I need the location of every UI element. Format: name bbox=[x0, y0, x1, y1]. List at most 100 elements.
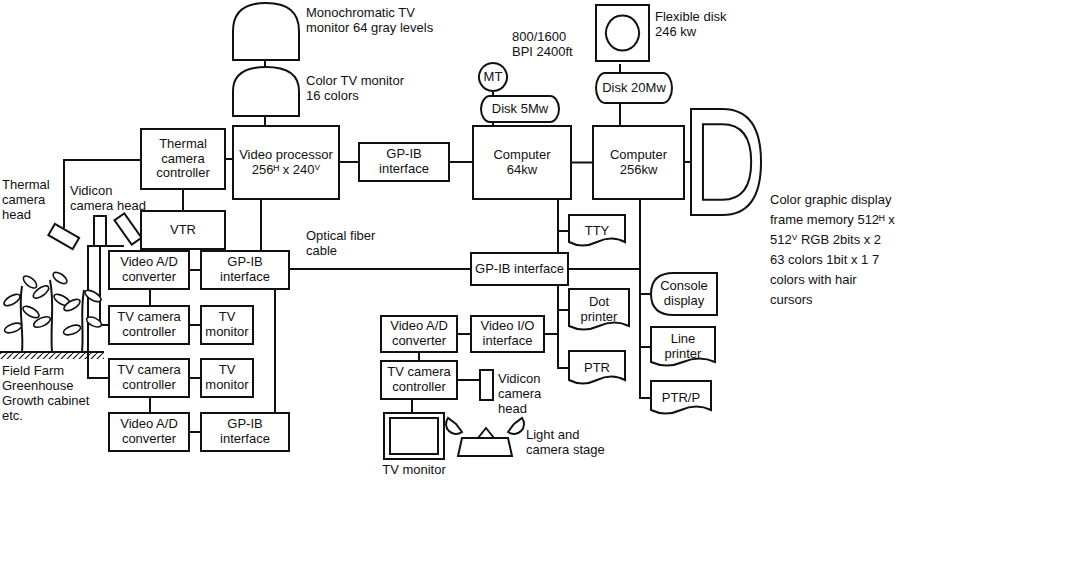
plant-leaves bbox=[2, 270, 103, 337]
terminal: TTY bbox=[568, 214, 626, 248]
tv-monitor-outline bbox=[232, 2, 300, 60]
computer-box: Computer 256kw bbox=[592, 125, 685, 200]
node-text: Disk 5Mw bbox=[492, 102, 548, 117]
node-text: Computer 64kw bbox=[477, 148, 567, 178]
connector-line bbox=[640, 200, 650, 294]
graphic-display: Color graphic display frame memory 512ᴴ … bbox=[690, 108, 952, 398]
node-text: Line printer bbox=[653, 332, 713, 362]
annotation-label: Light and camera stage bbox=[526, 428, 606, 458]
lamp-icon bbox=[508, 418, 524, 434]
annotation-label: Thermal camera head bbox=[2, 178, 62, 223]
converter-box: Video A/D converter bbox=[380, 315, 458, 353]
tv-monitor: TV monitor bbox=[200, 358, 254, 398]
computer-box: Computer 64kw bbox=[472, 125, 572, 200]
connector-line bbox=[190, 324, 200, 326]
disk-drive: Disk 20Mw bbox=[595, 72, 673, 104]
node-text: Thermal camera controller bbox=[145, 137, 221, 182]
connector-line bbox=[569, 200, 640, 269]
converter-box: Video A/D converter bbox=[108, 412, 190, 452]
camera-wire bbox=[100, 246, 108, 325]
connector-line bbox=[274, 290, 276, 412]
tv-monitor-outline bbox=[232, 66, 300, 116]
node-text: TTY bbox=[585, 224, 610, 239]
connector-line bbox=[619, 64, 621, 72]
vidicon-camera-icon bbox=[114, 213, 141, 244]
node-text: Color TV monitor 16 colors bbox=[306, 74, 416, 104]
node-text: Flexible disk 246 kw bbox=[655, 10, 727, 40]
flexible-disk-outline bbox=[595, 4, 650, 62]
node-text: Color graphic display frame memory 512ᴴ … bbox=[770, 190, 895, 310]
recorder-box: VTR bbox=[140, 210, 226, 250]
node-text: TV monitor bbox=[205, 363, 249, 393]
plant-stem bbox=[21, 280, 84, 352]
camera-stage bbox=[458, 438, 512, 456]
node-text: PTR/P bbox=[662, 391, 700, 406]
printer: Line printer bbox=[650, 326, 716, 368]
annotation-label: Field Farm Greenhouse Growth cabinet etc… bbox=[2, 364, 102, 424]
tv-monitor: TV monitor bbox=[376, 412, 452, 480]
node-text: Video I/O interface bbox=[475, 319, 540, 349]
tape-reader: PTR/P bbox=[650, 380, 712, 416]
connector-line bbox=[450, 161, 472, 163]
console-display: Console display bbox=[650, 272, 718, 316]
printer: Dot printer bbox=[568, 288, 630, 332]
thermal-camera-icon bbox=[48, 224, 79, 249]
connector-line bbox=[458, 333, 470, 335]
processor-box: Video processor 256ᴴ x 240ⱽ bbox=[232, 125, 340, 200]
node-text: MT bbox=[484, 70, 503, 85]
camera-wire bbox=[458, 379, 480, 381]
node-text: GP-IB interface bbox=[205, 417, 285, 447]
converter-box: Video A/D converter bbox=[108, 250, 190, 290]
interface-box: Video I/O interface bbox=[470, 315, 545, 353]
connector-line bbox=[572, 162, 592, 164]
camera-stage bbox=[478, 428, 494, 438]
controller-box: Thermal camera controller bbox=[140, 128, 226, 190]
connector-line bbox=[182, 190, 184, 210]
node-text: GP-IB interface bbox=[205, 255, 285, 285]
tv-monitor: TV monitor bbox=[200, 305, 254, 345]
controller-box: TV camera controller bbox=[380, 360, 458, 400]
connector-line bbox=[411, 400, 413, 412]
connector-line bbox=[619, 104, 621, 125]
node-text: Video A/D converter bbox=[113, 255, 185, 285]
connector-line bbox=[685, 161, 690, 163]
node-text: GP-IB interface bbox=[363, 147, 445, 177]
connector-line bbox=[264, 116, 266, 125]
connector-line bbox=[492, 92, 494, 95]
connector-line bbox=[340, 161, 358, 163]
ground-hatch bbox=[0, 353, 104, 359]
node-text: Console display bbox=[653, 279, 715, 309]
node-text: TV monitor bbox=[376, 463, 452, 478]
tv-monitor-outline bbox=[383, 412, 445, 460]
node-text: Computer 256kw bbox=[597, 148, 680, 178]
disk-drive: Disk 5Mw bbox=[480, 95, 560, 123]
graphic-display-outline bbox=[690, 108, 762, 216]
node-text: PTR bbox=[584, 361, 610, 376]
annotation-label: Vidicon camera head bbox=[498, 372, 570, 417]
node-text: TV camera controller bbox=[113, 363, 185, 393]
connector-line bbox=[558, 200, 568, 231]
interface-box: GP-IB interface bbox=[470, 252, 569, 286]
connector-line bbox=[260, 200, 262, 250]
interface-box: GP-IB interface bbox=[200, 250, 290, 290]
node-text: Disk 20Mw bbox=[602, 81, 666, 96]
interface-box: GP-IB interface bbox=[200, 412, 290, 452]
connector-line bbox=[640, 200, 650, 398]
connector-line bbox=[149, 398, 151, 412]
controller-box: TV camera controller bbox=[108, 305, 190, 345]
tape-reader: PTR bbox=[568, 350, 626, 386]
connector-line bbox=[190, 377, 200, 379]
node-text: Video A/D converter bbox=[113, 417, 185, 447]
node-text: Video processor 256ᴴ x 240ⱽ bbox=[237, 148, 335, 178]
interface-box: GP-IB interface bbox=[358, 142, 450, 182]
tape-drive: MT800/1600 BPI 2400ft bbox=[470, 30, 605, 92]
vidicon-camera-icon bbox=[480, 370, 493, 400]
flexible-disk: Flexible disk 246 kw bbox=[595, 4, 730, 64]
tv-monitor: Color TV monitor 16 colors bbox=[232, 66, 422, 116]
vidicon-camera-icon bbox=[94, 216, 106, 246]
edge-label: Optical fiber cable bbox=[304, 229, 378, 259]
node-text: TV monitor bbox=[205, 310, 249, 340]
